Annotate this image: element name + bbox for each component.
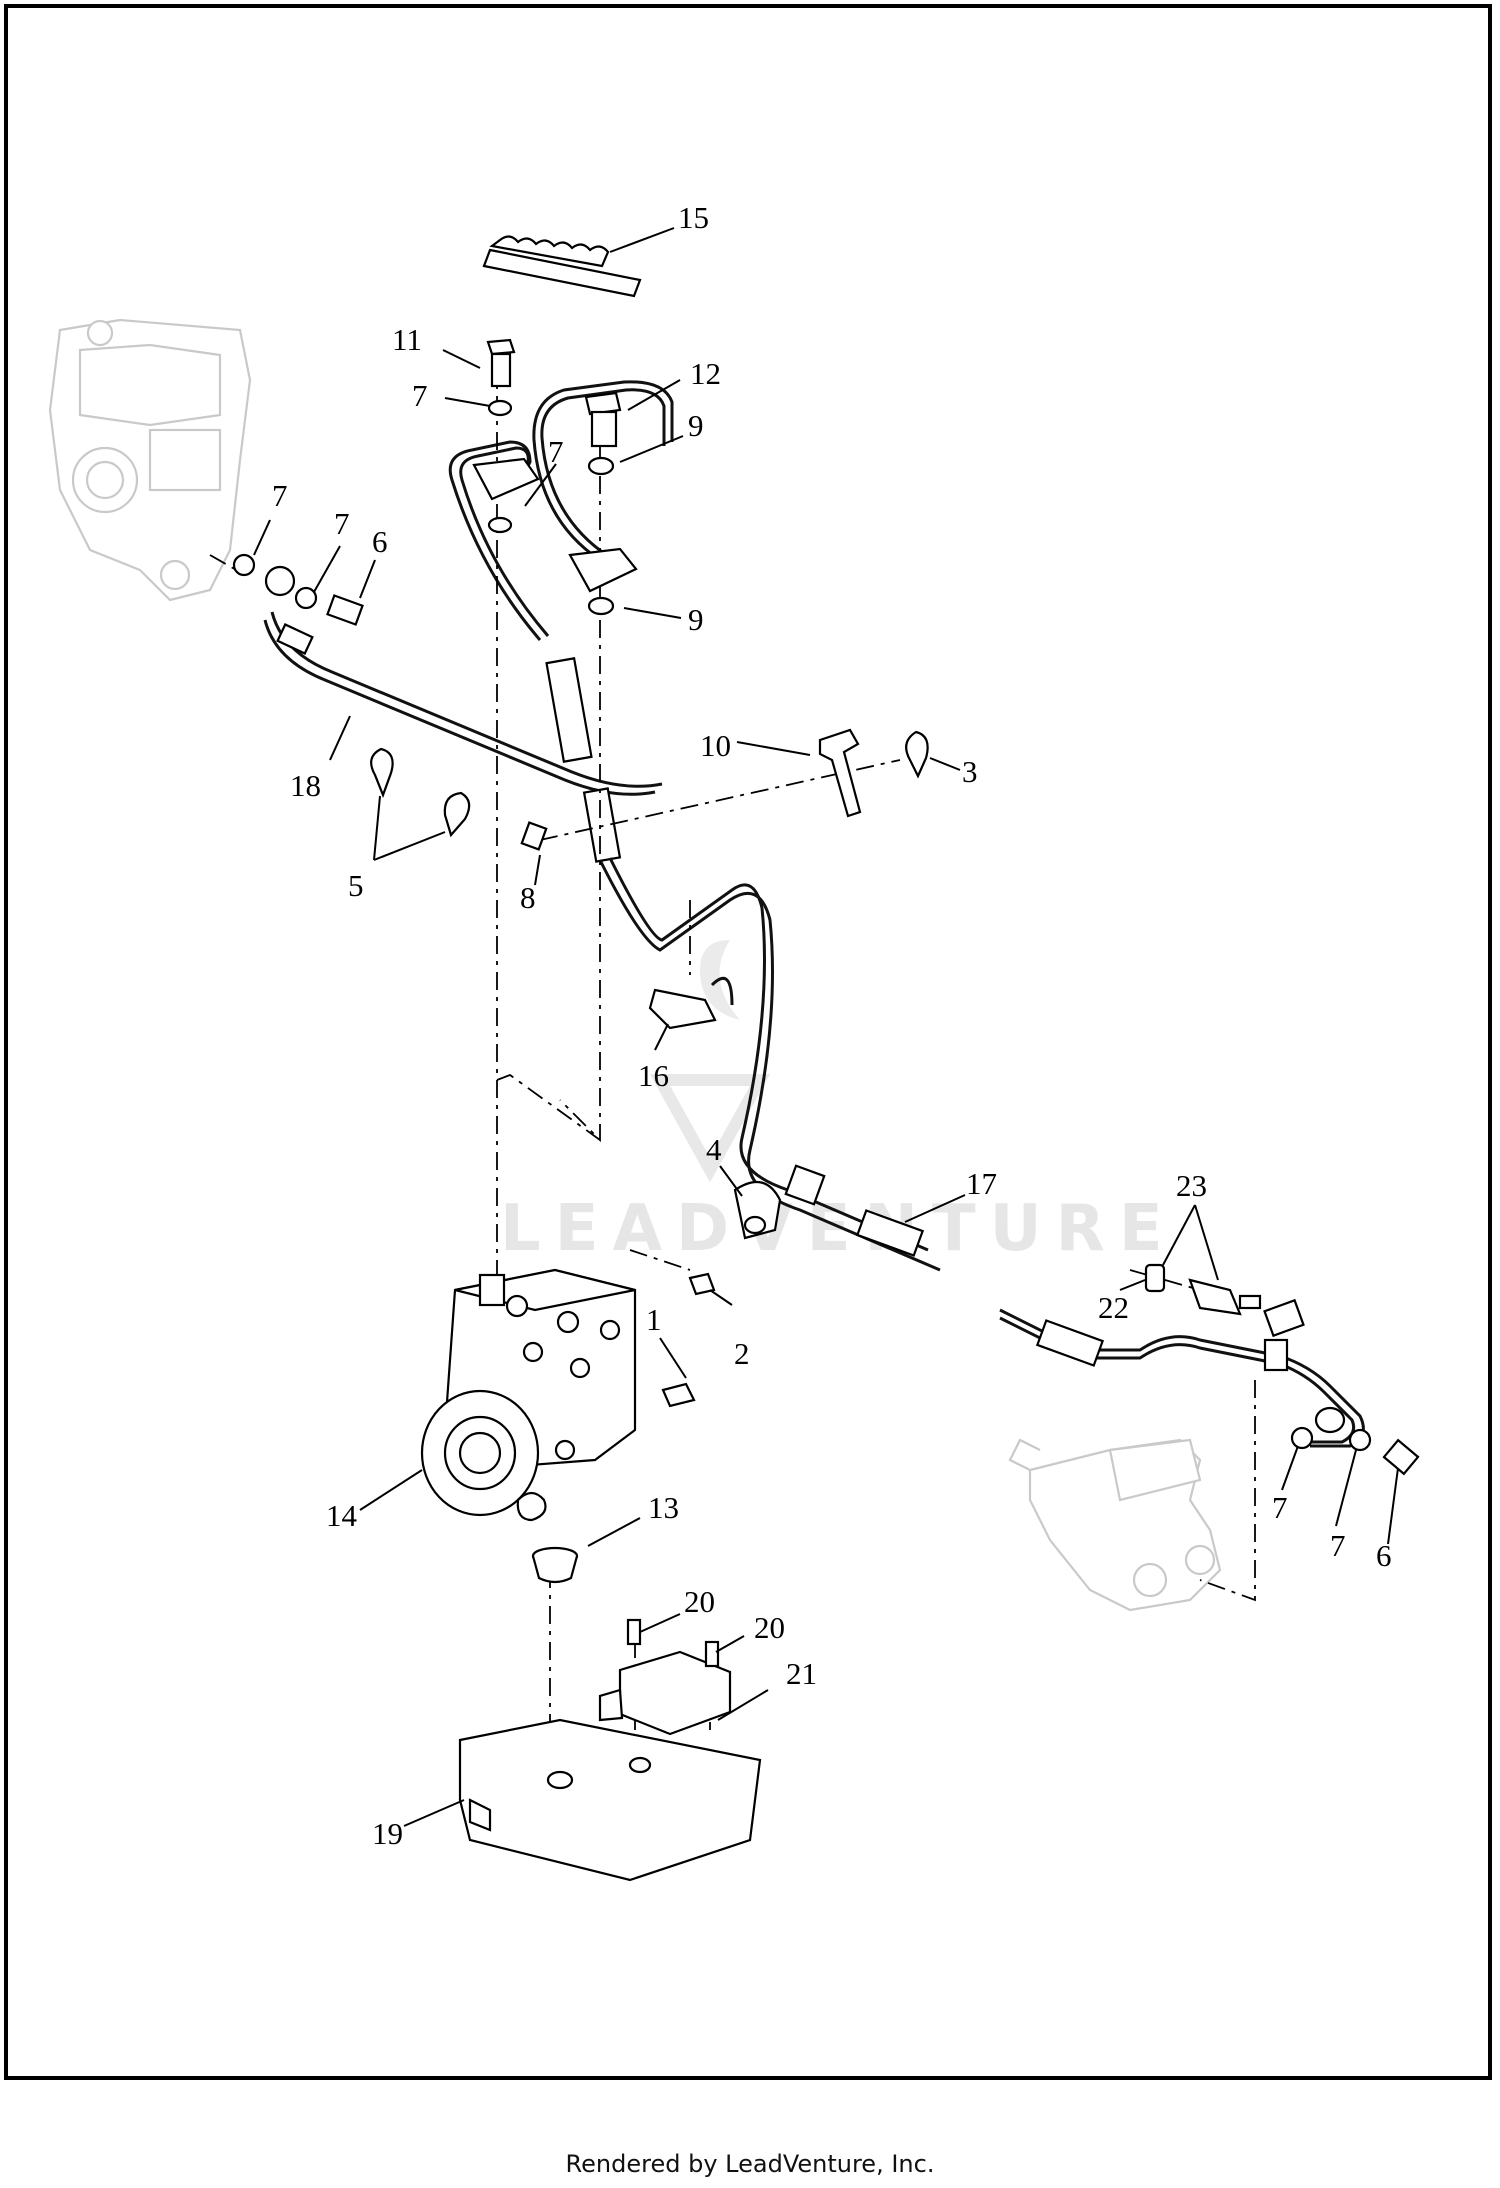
front-caliper-ghost (48, 318, 252, 602)
callout-8: 8 (520, 880, 536, 915)
banjo-bolts-6 (326, 594, 1420, 1476)
callout-14: 14 (326, 1498, 358, 1533)
footer-credit: Rendered by LeadVenture, Inc. (565, 2150, 935, 2178)
brake-line-18 (263, 611, 663, 796)
callout-20a: 20 (684, 1584, 715, 1619)
callout-13: 13 (648, 1490, 679, 1525)
callout-7c: 7 (272, 478, 288, 513)
callout-15: 15 (678, 200, 709, 235)
p-clips (370, 728, 929, 851)
callout-7a: 7 (412, 378, 428, 413)
callouts: 15 11 7 12 7 9 7 7 6 9 10 3 18 5 8 16 4 … (272, 200, 1392, 1851)
banjo-bolt-11 (486, 338, 516, 388)
parts-diagram: LEADVENTURE (48, 200, 1420, 1882)
washers (232, 399, 1372, 1452)
clip-15 (482, 235, 642, 298)
bracket-19 (458, 1718, 762, 1882)
callout-2: 2 (734, 1336, 750, 1371)
callout-4: 4 (706, 1132, 722, 1167)
callout-1: 1 (646, 1302, 662, 1337)
callout-7d: 7 (334, 506, 350, 541)
watermark-text: LEADVENTURE (500, 1192, 1177, 1266)
callout-23: 23 (1176, 1168, 1207, 1203)
banjo-bolt-12 (584, 391, 622, 448)
callout-11: 11 (392, 322, 422, 357)
callout-6b: 6 (1376, 1538, 1392, 1573)
boot-22 (1144, 1263, 1166, 1293)
callout-9b: 9 (688, 602, 704, 637)
callout-16: 16 (638, 1058, 669, 1093)
rear-master-cylinder-ghost (1008, 1438, 1222, 1612)
diagram-frame (4, 4, 1492, 2080)
callout-10: 10 (700, 728, 731, 763)
banjo-fittings (264, 457, 1346, 1434)
callout-22: 22 (1098, 1290, 1129, 1325)
wheel-speed-sensor-16 (648, 976, 734, 1030)
callout-5: 5 (348, 868, 364, 903)
brake-line-17 (598, 857, 941, 1272)
callout-7b: 7 (548, 434, 564, 469)
brake-line-rear (999, 1298, 1365, 1448)
clamp-4 (733, 1180, 782, 1240)
callout-12: 12 (690, 356, 721, 391)
brake-line-front-upper (448, 380, 674, 863)
callout-18: 18 (290, 768, 321, 803)
abs-module-14 (420, 1268, 696, 1522)
callout-9a: 9 (688, 408, 704, 443)
callout-19: 19 (372, 1816, 403, 1851)
grommet-13 (531, 1546, 579, 1584)
callout-21: 21 (786, 1656, 817, 1691)
callout-20b: 20 (754, 1610, 785, 1645)
callout-7f: 7 (1330, 1528, 1346, 1563)
screws-20 (626, 1618, 720, 1668)
leader-lines (253, 227, 1399, 1827)
callout-3: 3 (962, 754, 978, 789)
screw-2 (688, 1272, 716, 1296)
callout-7e: 7 (1272, 1490, 1288, 1525)
callout-6a: 6 (372, 524, 388, 559)
callout-17: 17 (966, 1166, 997, 1201)
stoplight-switch-23 (1188, 1278, 1262, 1316)
